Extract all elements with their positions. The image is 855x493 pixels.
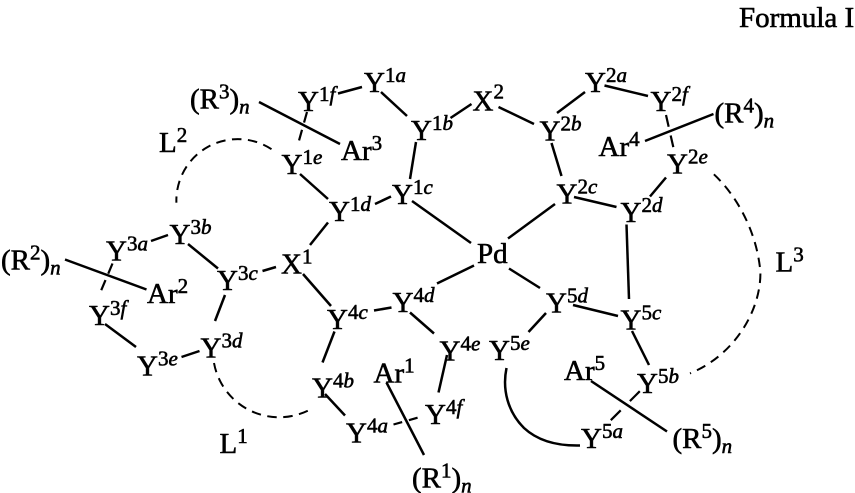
svg-text:Y1c: Y1c <box>392 175 433 211</box>
svg-text:Ar4: Ar4 <box>599 127 641 163</box>
svg-text:Y4e: Y4e <box>440 332 481 368</box>
svg-text:Y2a: Y2a <box>585 63 627 99</box>
svg-text:Y2d: Y2d <box>621 193 663 229</box>
svg-text:Formula I: Formula I <box>739 2 854 34</box>
svg-text:(R2)n: (R2)n <box>1 241 61 280</box>
svg-text:Y3e: Y3e <box>137 347 178 383</box>
svg-text:X2: X2 <box>473 80 504 118</box>
svg-text:Y1a: Y1a <box>364 63 406 99</box>
svg-text:Y4a: Y4a <box>346 414 388 450</box>
svg-text:Pd: Pd <box>477 238 508 270</box>
svg-text:Y5e: Y5e <box>489 331 530 367</box>
svg-text:L3: L3 <box>776 243 804 279</box>
svg-text:Y5c: Y5c <box>621 301 662 337</box>
